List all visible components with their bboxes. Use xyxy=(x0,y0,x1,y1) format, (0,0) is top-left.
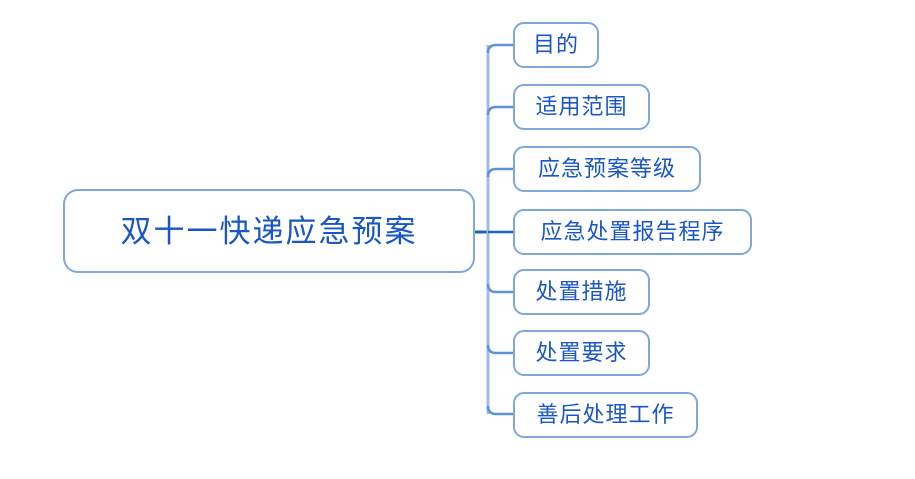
child-node-6-label: 处置要求 xyxy=(535,340,628,365)
child-node-2[interactable]: 适用范围 xyxy=(513,84,650,130)
connector-branch-6 xyxy=(486,344,513,355)
child-node-5[interactable]: 处置措施 xyxy=(513,269,650,315)
child-node-7-label: 善后处理工作 xyxy=(536,402,675,427)
connector-branch-3 xyxy=(486,167,513,178)
connector-branch-1 xyxy=(486,43,513,54)
connector-branch-2 xyxy=(486,105,513,116)
child-node-1-label: 目的 xyxy=(532,32,579,57)
child-node-4[interactable]: 应急处置报告程序 xyxy=(513,209,752,255)
child-node-3-label: 应急预案等级 xyxy=(537,156,676,181)
child-node-7[interactable]: 善后处理工作 xyxy=(513,392,698,438)
connector-branch-7 xyxy=(486,405,513,416)
root-node[interactable]: 双十一快递应急预案 xyxy=(63,189,475,273)
root-node-label: 双十一快递应急预案 xyxy=(120,213,418,249)
child-node-3[interactable]: 应急预案等级 xyxy=(513,146,701,192)
child-node-6[interactable]: 处置要求 xyxy=(513,330,650,376)
connector-branch-5 xyxy=(486,283,513,294)
child-node-4-label: 应急处置报告程序 xyxy=(540,219,725,244)
child-node-1[interactable]: 目的 xyxy=(513,22,599,68)
child-node-5-label: 处置措施 xyxy=(535,279,628,304)
child-node-2-label: 适用范围 xyxy=(535,94,628,119)
